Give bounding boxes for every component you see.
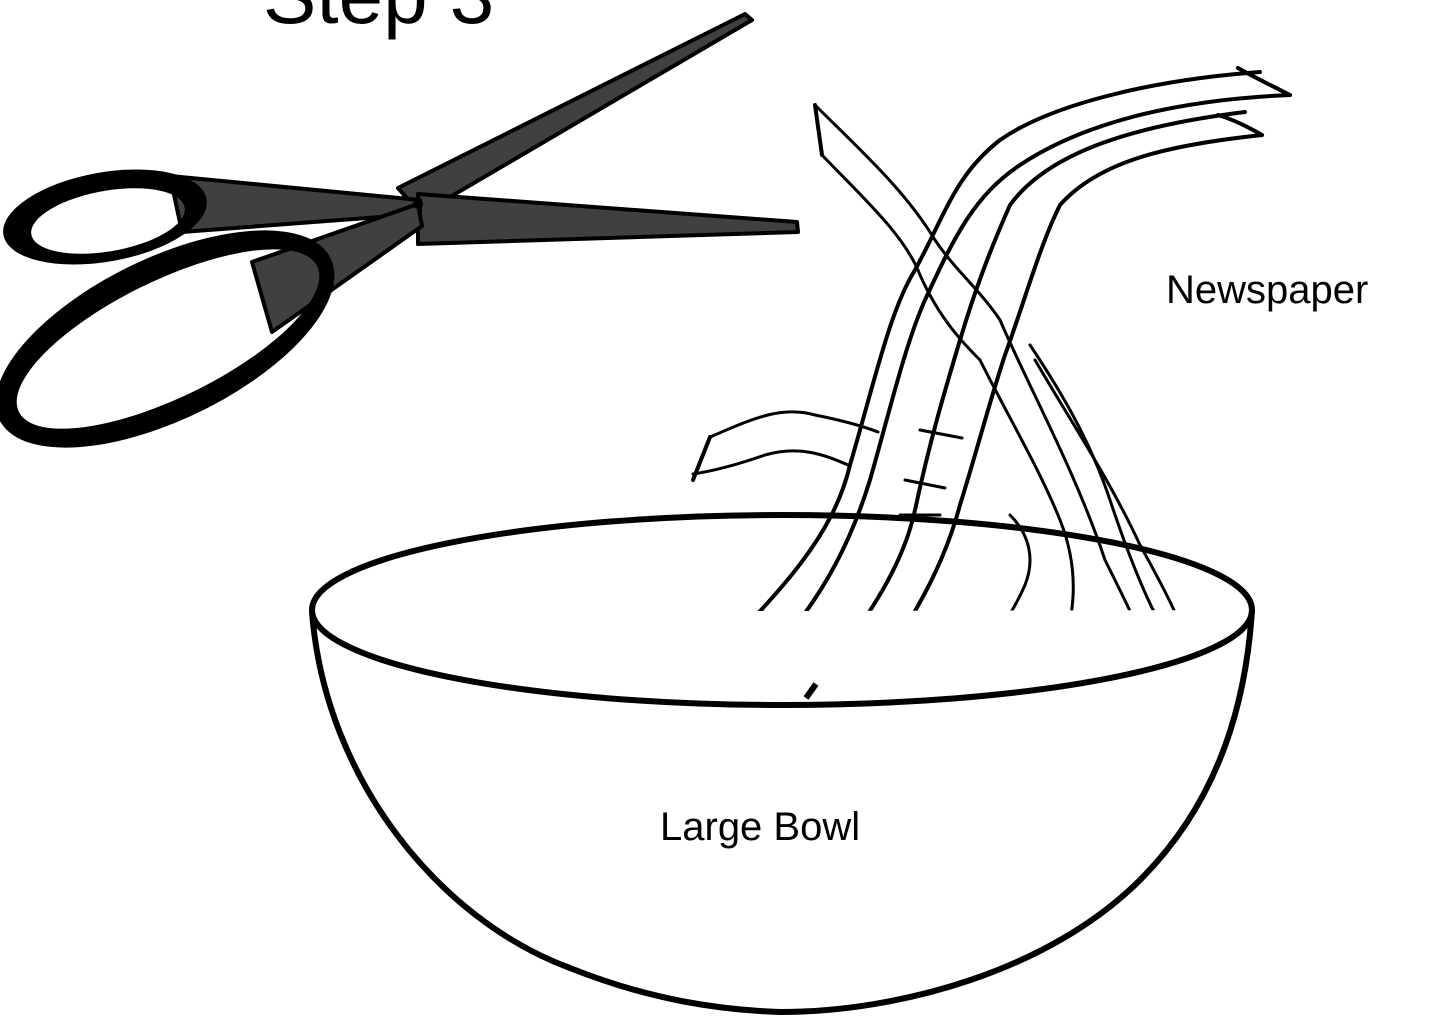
strip-short-upper — [710, 412, 878, 437]
strip-cross-2 — [905, 480, 945, 488]
newspaper-strips-icon — [678, 68, 1290, 702]
strip-2-edge-a — [806, 112, 1245, 698]
strip-cross-1 — [920, 430, 962, 438]
scissors-pivot — [413, 199, 423, 209]
scissors-lower-blade — [418, 194, 798, 244]
strip-2-tip — [1218, 115, 1262, 135]
strip-1-tip — [1238, 68, 1290, 95]
strip-short-lower — [693, 451, 848, 474]
scissors-upper-blade — [398, 14, 752, 214]
strip-left-edge-a — [822, 155, 980, 360]
strip-1-edge-a — [678, 72, 1260, 697]
newspaper-label: Newspaper — [1166, 270, 1368, 310]
scissors-icon — [0, 14, 798, 448]
step-title: Step 3 — [263, 0, 494, 36]
bowl-label: Large Bowl — [660, 807, 860, 847]
